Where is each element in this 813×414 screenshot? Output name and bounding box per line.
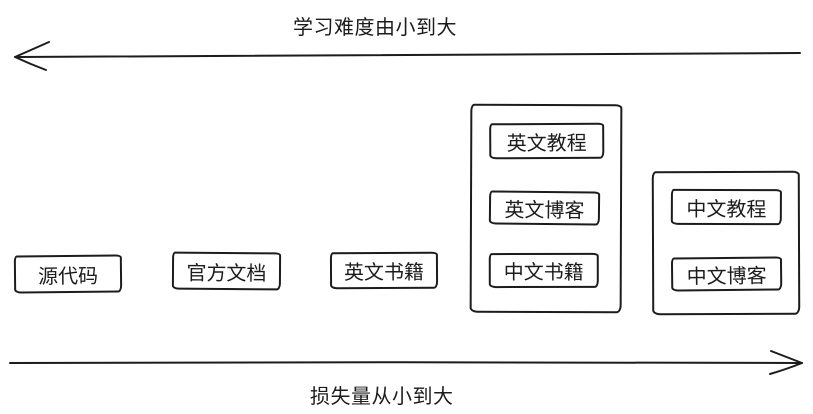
- box-chinese-blogs: 中文博客: [670, 256, 783, 292]
- group-right-resources: 中文教程 中文博客: [651, 170, 801, 316]
- box-chinese-blogs-label: 中文博客: [686, 265, 767, 288]
- group-middle-resources: 英文教程 英文博客 中文书籍: [469, 103, 623, 314]
- box-english-tutorials-label: 英文教程: [506, 132, 587, 155]
- box-source-code: 源代码: [13, 254, 123, 294]
- top-arrow-label: 学习难度由小到大: [293, 17, 457, 39]
- box-english-tutorials: 英文教程: [489, 122, 605, 160]
- box-chinese-tutorials-label: 中文教程: [686, 198, 767, 221]
- box-chinese-books: 中文书籍: [488, 252, 599, 289]
- left-arrow: [14, 41, 801, 71]
- right-arrow: [9, 350, 803, 375]
- box-chinese-tutorials: 中文教程: [670, 188, 782, 226]
- bottom-arrow-label: 损失量从小到大: [310, 386, 454, 408]
- box-english-books-label: 英文书籍: [343, 261, 425, 285]
- box-english-blogs-label: 英文博客: [504, 199, 585, 222]
- box-english-books: 英文书籍: [329, 251, 439, 290]
- box-official-docs-label: 官方文档: [186, 262, 267, 285]
- box-chinese-books-label: 中文书籍: [503, 261, 584, 285]
- box-source-code-label: 源代码: [37, 265, 99, 288]
- box-official-docs: 官方文档: [171, 251, 282, 291]
- box-english-blogs: 英文博客: [488, 190, 601, 226]
